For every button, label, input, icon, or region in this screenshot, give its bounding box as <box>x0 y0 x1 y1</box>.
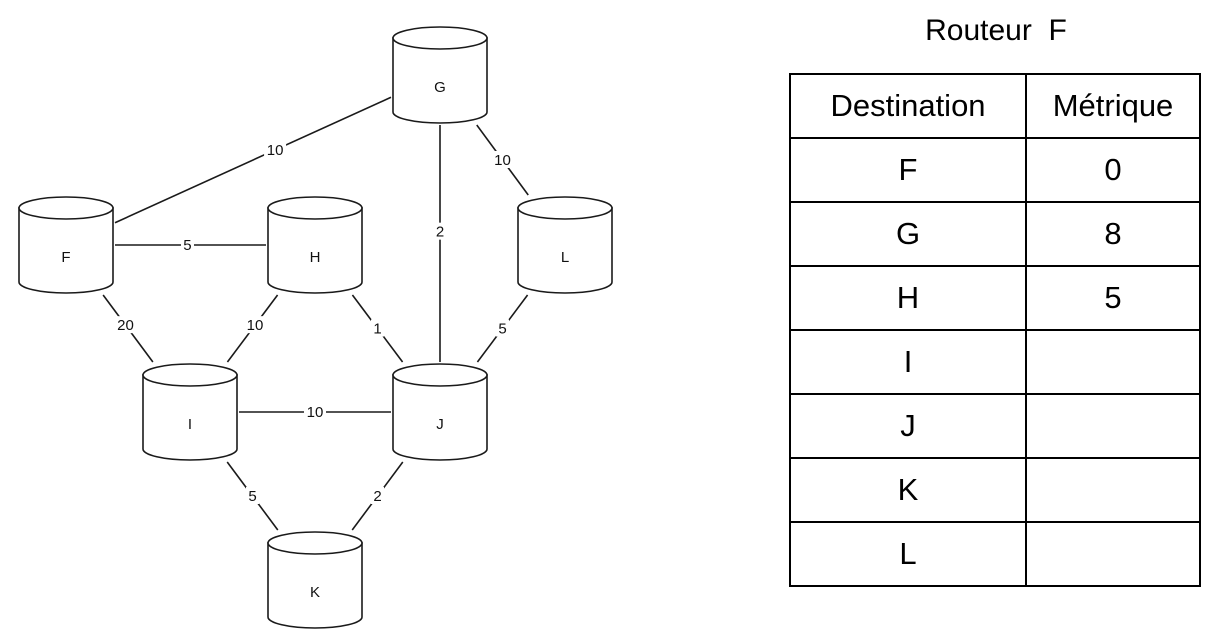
router-cylinder-top <box>392 26 488 50</box>
router-cylinder-body <box>392 374 488 461</box>
weight-label-bg <box>304 403 326 420</box>
router-node-f: F <box>18 196 114 294</box>
destination-cell: H <box>789 265 1027 331</box>
router-cylinder-body <box>267 542 363 629</box>
weight-label-bg <box>371 487 384 504</box>
router-node-g: G <box>392 26 488 124</box>
weight-label-bg <box>180 236 194 253</box>
link-weight-label: 1 <box>373 321 381 338</box>
router-node-label: G <box>434 79 446 96</box>
weight-label-bg <box>114 316 137 334</box>
router-node-label: J <box>436 416 444 433</box>
router-title: Routeur F <box>925 14 1067 47</box>
routing-table: Destination Métrique F 0 G 8 H 5 I J K <box>789 73 1201 587</box>
router-cylinder-top <box>267 531 363 555</box>
link-weight-label: 10 <box>267 142 284 159</box>
table-row: L <box>789 521 1201 587</box>
router-node-j: J <box>392 363 488 461</box>
weight-label-bg <box>246 487 259 504</box>
destination-cell: F <box>789 137 1027 203</box>
router-cylinder-top <box>267 196 363 220</box>
table-header-row: Destination Métrique <box>789 73 1201 139</box>
router-cylinder-top <box>142 363 238 387</box>
table-row: H 5 <box>789 265 1201 331</box>
metric-cell[interactable] <box>1025 521 1201 587</box>
link-weight-label: 20 <box>117 317 134 334</box>
metric-cell: 5 <box>1025 265 1201 331</box>
router-node-l: L <box>517 196 613 294</box>
weight-label-bg <box>371 319 384 337</box>
link-weight-label: 10 <box>307 404 324 421</box>
metric-cell: 0 <box>1025 137 1201 203</box>
link-weight-label: 2 <box>373 488 381 505</box>
link-weight-label: 5 <box>498 321 506 338</box>
table-row: F 0 <box>789 137 1201 203</box>
router-cylinder-body <box>18 207 114 294</box>
weight-label-bg <box>491 151 514 168</box>
table-row: G 8 <box>789 201 1201 267</box>
router-cylinder-body <box>267 207 363 294</box>
metric-cell: 8 <box>1025 201 1201 267</box>
metric-cell[interactable] <box>1025 393 1201 459</box>
weight-label-bg <box>264 140 287 158</box>
table-row: K <box>789 457 1201 523</box>
router-cylinder-body <box>142 374 238 461</box>
router-node-label: F <box>61 249 70 266</box>
router-cylinder-body <box>517 207 613 294</box>
destination-cell: J <box>789 393 1027 459</box>
router-cylinder-top <box>18 196 114 220</box>
router-node-label: L <box>561 249 569 266</box>
router-cylinder-top <box>392 363 488 387</box>
links-layer <box>102 96 529 531</box>
router-node-h: H <box>267 196 363 294</box>
link-weight-label: 2 <box>436 224 444 241</box>
metric-cell[interactable] <box>1025 457 1201 523</box>
metric-cell[interactable] <box>1025 329 1201 395</box>
router-cylinder-body <box>392 37 488 124</box>
header-destination: Destination <box>789 73 1027 139</box>
link-f-g <box>114 96 392 224</box>
table-row: I <box>789 329 1201 395</box>
router-node-label: K <box>310 584 320 601</box>
table-row: J <box>789 393 1201 459</box>
router-cylinder-top <box>517 196 613 220</box>
destination-cell: K <box>789 457 1027 523</box>
weight-label-bg <box>496 319 509 337</box>
destination-cell: L <box>789 521 1027 587</box>
destination-cell: G <box>789 201 1027 267</box>
router-node-k: K <box>267 531 363 629</box>
link-weight-label: 10 <box>247 317 264 334</box>
weight-label-bg <box>433 222 447 240</box>
router-node-label: H <box>310 249 321 266</box>
link-weight-label: 10 <box>494 152 511 169</box>
link-weight-label: 5 <box>183 237 191 254</box>
nodes-layer: G F H L I J K <box>18 26 613 629</box>
router-node-label: I <box>188 416 192 433</box>
destination-cell: I <box>789 329 1027 395</box>
router-node-i: I <box>142 363 238 461</box>
link-weight-label: 5 <box>248 488 256 505</box>
weight-label-bg <box>244 316 267 334</box>
header-metric: Métrique <box>1025 73 1201 139</box>
